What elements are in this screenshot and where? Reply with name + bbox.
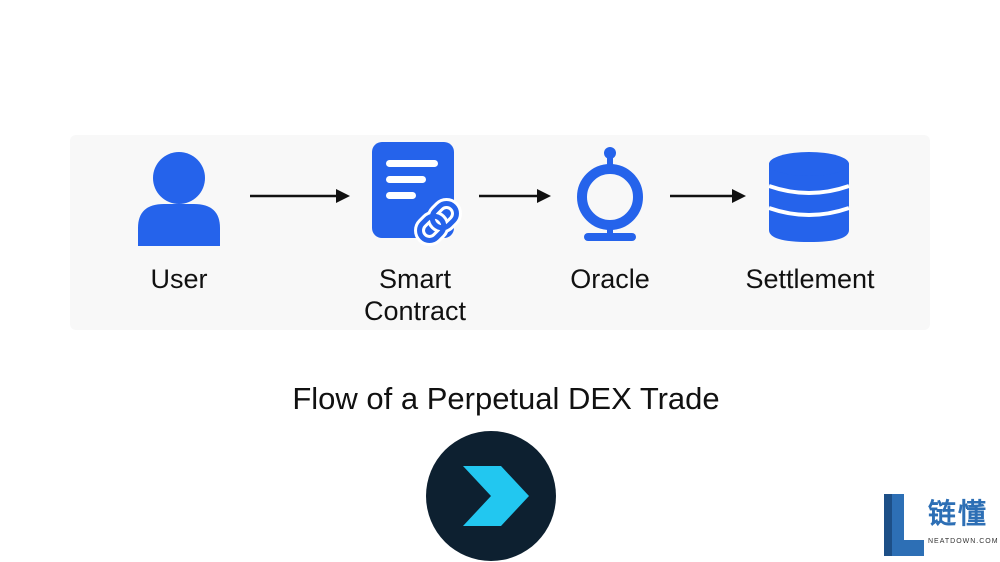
diagram-title: Flow of a Perpetual DEX Trade <box>292 381 720 416</box>
arrow-user-to-contract <box>250 189 350 203</box>
smart-contract-icon <box>372 142 462 246</box>
watermark-logo: 链懂 NEATDOWN.COM <box>884 492 999 556</box>
arrow-contract-to-oracle <box>479 189 551 203</box>
watermark-l-icon <box>884 494 924 556</box>
node-label-settlement: Settlement <box>745 264 875 294</box>
node-label-user: User <box>150 264 208 294</box>
database-icon <box>768 152 850 242</box>
app-logo <box>426 431 556 561</box>
node-label-oracle: Oracle <box>570 264 650 294</box>
user-icon <box>138 152 220 246</box>
watermark-site: NEATDOWN.COM <box>928 538 999 545</box>
arrow-oracle-to-settlement <box>670 189 746 203</box>
oracle-icon <box>577 147 643 241</box>
watermark-name: 链懂 <box>928 497 989 530</box>
node-label-smart-contract: Smart Contract <box>363 264 467 326</box>
